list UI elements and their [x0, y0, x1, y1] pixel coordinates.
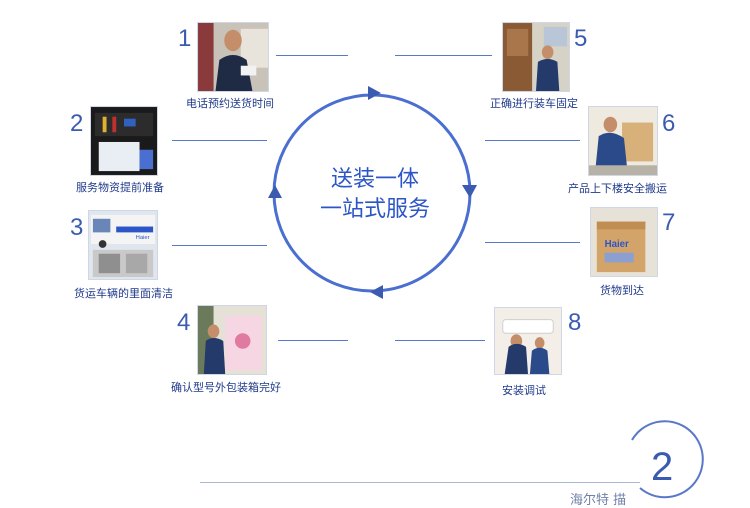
arrow-bottom-icon: [370, 285, 383, 299]
footer-divider: [200, 482, 640, 483]
step-3-caption: 货运车辆的里面清洁: [74, 287, 173, 300]
van-brand-label: Haier: [136, 235, 150, 241]
step-7-caption: 货物到达: [600, 284, 644, 297]
step-5-photo: [502, 22, 570, 92]
center-title-line2: 一站式服务: [319, 197, 430, 222]
step-2-number: 2: [70, 110, 84, 137]
connector-line-5: [395, 55, 492, 56]
arrow-right-icon: [462, 185, 477, 198]
step-2-photo: [90, 106, 158, 176]
connector-line-6: [485, 140, 580, 141]
step-1-photo: [197, 22, 269, 92]
center-title: 送装一体 一站式服务: [300, 165, 450, 225]
toolbox-image: [91, 107, 157, 175]
footer-circle-arc: [631, 420, 704, 499]
installation-image: [495, 308, 561, 374]
connector-line-1: [276, 55, 348, 56]
step-3-photo: Haier: [88, 210, 158, 280]
delivery-van-image: Haier: [89, 211, 157, 279]
step-8-number: 8: [568, 309, 582, 336]
step-4-caption: 确认型号外包装箱完好: [171, 381, 281, 394]
step-2-caption: 服务物资提前准备: [76, 181, 164, 194]
step-8-photo: [494, 307, 562, 375]
box-brand-label: Haier: [605, 239, 629, 250]
connector-line-2: [172, 140, 267, 141]
step-1-caption: 电话预约送货时间: [186, 97, 274, 110]
step-3-number: 3: [70, 214, 84, 241]
arrow-top-icon: [368, 86, 381, 100]
step-8-caption: 安装调试: [502, 384, 546, 397]
step-4-photo: [197, 305, 267, 375]
step-4-number: 4: [177, 309, 191, 336]
step-7-number: 7: [662, 209, 676, 236]
carrying-box-image: [589, 107, 657, 175]
step-1-number: 1: [178, 25, 192, 52]
loading-truck-image: [503, 23, 569, 91]
step-6-caption: 产品上下楼安全搬运: [568, 182, 667, 195]
step-5-caption: 正确进行装车固定: [490, 97, 578, 110]
step-5-number: 5: [574, 25, 588, 52]
phone-call-image: [198, 23, 268, 91]
center-title-line1: 送装一体: [330, 167, 419, 192]
arrow-left-icon: [268, 185, 282, 198]
connector-line-3: [172, 245, 267, 246]
connector-line-7: [485, 242, 580, 243]
step-7-photo: Haier: [590, 207, 658, 277]
arrived-box-image: Haier: [591, 208, 657, 276]
package-check-image: [198, 306, 266, 374]
section-number: 2: [651, 445, 674, 489]
step-6-number: 6: [662, 110, 676, 137]
step-6-photo: [588, 106, 658, 176]
connector-line-4: [278, 340, 348, 341]
connector-line-8: [395, 340, 485, 341]
